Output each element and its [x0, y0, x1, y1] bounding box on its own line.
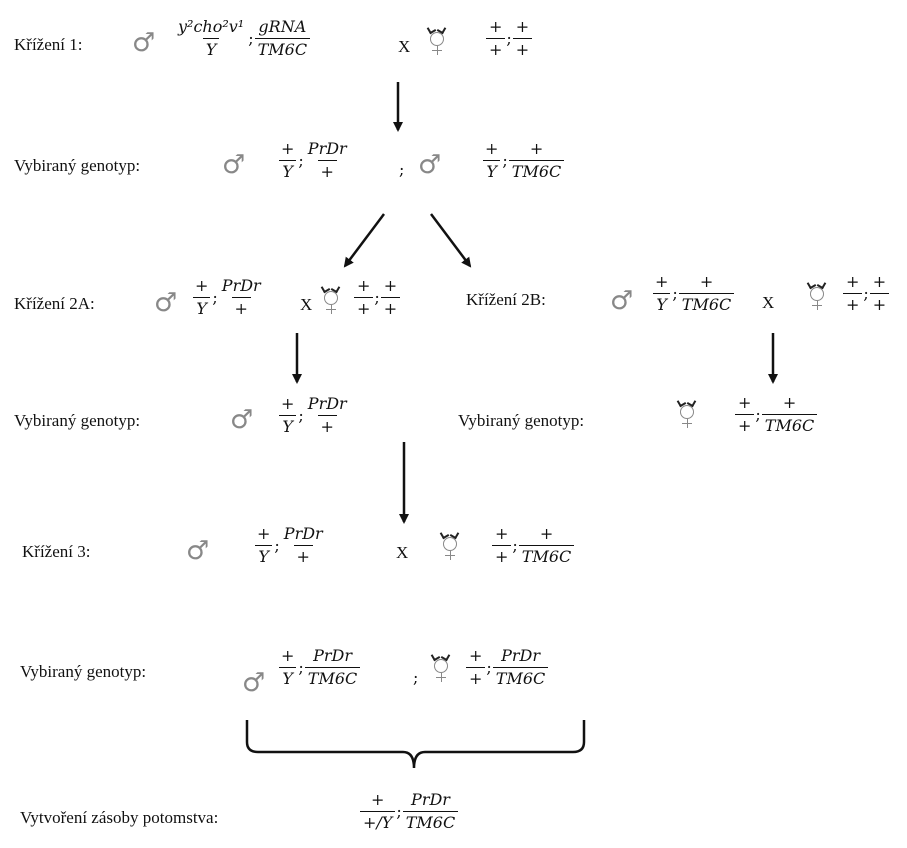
male-symbol-icon: ♂ — [154, 288, 178, 318]
genotype-fraction: +TM6C — [761, 393, 818, 436]
male-symbol-icon: ♂ — [610, 286, 634, 316]
separator: ; — [399, 160, 405, 179]
cross-x: X — [398, 37, 411, 56]
genotype-fraction: ++ — [735, 393, 755, 436]
selected2a-genotype: +Y;PrDr+ — [278, 394, 350, 437]
male-symbol-icon: ♂ — [222, 150, 246, 180]
genotype-fraction: PrDr+ — [307, 394, 347, 437]
genotype-fraction: +Y — [193, 276, 210, 319]
cross2a-male-genotype: +Y;PrDr+ — [192, 276, 264, 319]
cross2a-female-genotype: ++;++ — [354, 276, 401, 319]
genotype-fraction: ++ — [380, 276, 401, 319]
genotype-fraction: +TM6C — [518, 524, 575, 567]
cross3-female-genotype: ++;+TM6C — [492, 524, 575, 567]
cross2a-label: Křížení 2A: — [14, 294, 95, 313]
selected2b-label: Vybiraný genotyp: — [458, 411, 585, 430]
male-symbol-icon: ♂ — [132, 28, 156, 58]
genotype-fraction: ++ — [843, 272, 863, 315]
cross-x: X — [396, 543, 409, 562]
male-symbol-icon: ♂ — [242, 668, 266, 698]
selected1-genotype-a: +Y;PrDr+ — [278, 139, 350, 182]
genotype-fraction: ++ — [492, 524, 512, 567]
cross-x: X — [762, 293, 775, 312]
selected3-label: Vybiraný genotyp: — [20, 662, 147, 681]
genotype-fraction: ++ — [354, 276, 374, 319]
genotype-fraction: +Y — [653, 272, 670, 315]
genotype-fraction: PrDr+ — [307, 139, 347, 182]
male-symbol-icon: ♂ — [230, 405, 254, 435]
genotype-fraction: +Y — [279, 139, 296, 182]
female-symbol-icon — [806, 279, 828, 316]
female-symbol-icon — [676, 397, 698, 434]
genotype-fraction: ++ — [869, 272, 890, 315]
genotype-fraction: +Y — [279, 646, 296, 689]
female-symbol-icon — [439, 529, 461, 566]
selected1-genotype-b: +Y;+TM6C — [482, 139, 565, 182]
cross2b-male-genotype: +Y;+TM6C — [652, 272, 735, 315]
genotype-fraction: PrDr+ — [283, 524, 323, 567]
genotype-fraction: +TM6C — [678, 272, 735, 315]
separator: ; — [413, 668, 419, 687]
genotype-fraction: +Y — [483, 139, 500, 182]
male-symbol-icon: ♂ — [418, 150, 442, 180]
selected2b-genotype: ++;+TM6C — [735, 393, 818, 436]
cross1-label: Křížení 1: — [14, 35, 83, 54]
selected1-label: Vybiraný genotyp: — [14, 156, 141, 175]
male-symbol-icon: ♂ — [186, 536, 210, 566]
genotype-fraction: ++/Y — [360, 790, 396, 833]
brace — [245, 720, 586, 769]
arrow-to-cross2a — [343, 213, 385, 268]
selected2a-label: Vybiraný genotyp: — [14, 411, 141, 430]
female-symbol-icon — [426, 24, 448, 61]
genotype-fraction: ++ — [486, 17, 506, 60]
female-symbol-icon — [430, 651, 452, 688]
genotype-fraction: ++ — [466, 646, 486, 689]
genotype-fraction: PrDr+ — [221, 276, 261, 319]
cross3-male-genotype: +Y;PrDr+ — [254, 524, 326, 567]
cross2b-female-genotype: ++;++ — [843, 272, 890, 315]
cross3-label: Křížení 3: — [22, 542, 91, 561]
arrow-to-cross2b — [430, 213, 472, 268]
female-symbol-icon — [320, 283, 342, 320]
stock-label: Vytvoření zásoby potomstva: — [20, 808, 219, 827]
cross1-female-genotype: ++;++ — [486, 17, 533, 60]
genotype-fraction: +Y — [279, 394, 296, 437]
cross2b-label: Křížení 2B: — [466, 290, 546, 309]
genotype-fraction: +Y — [255, 524, 272, 567]
cross-x: X — [300, 295, 313, 314]
genotype-fraction: +TM6C — [508, 139, 565, 182]
genotype-fraction: ++ — [512, 17, 533, 60]
